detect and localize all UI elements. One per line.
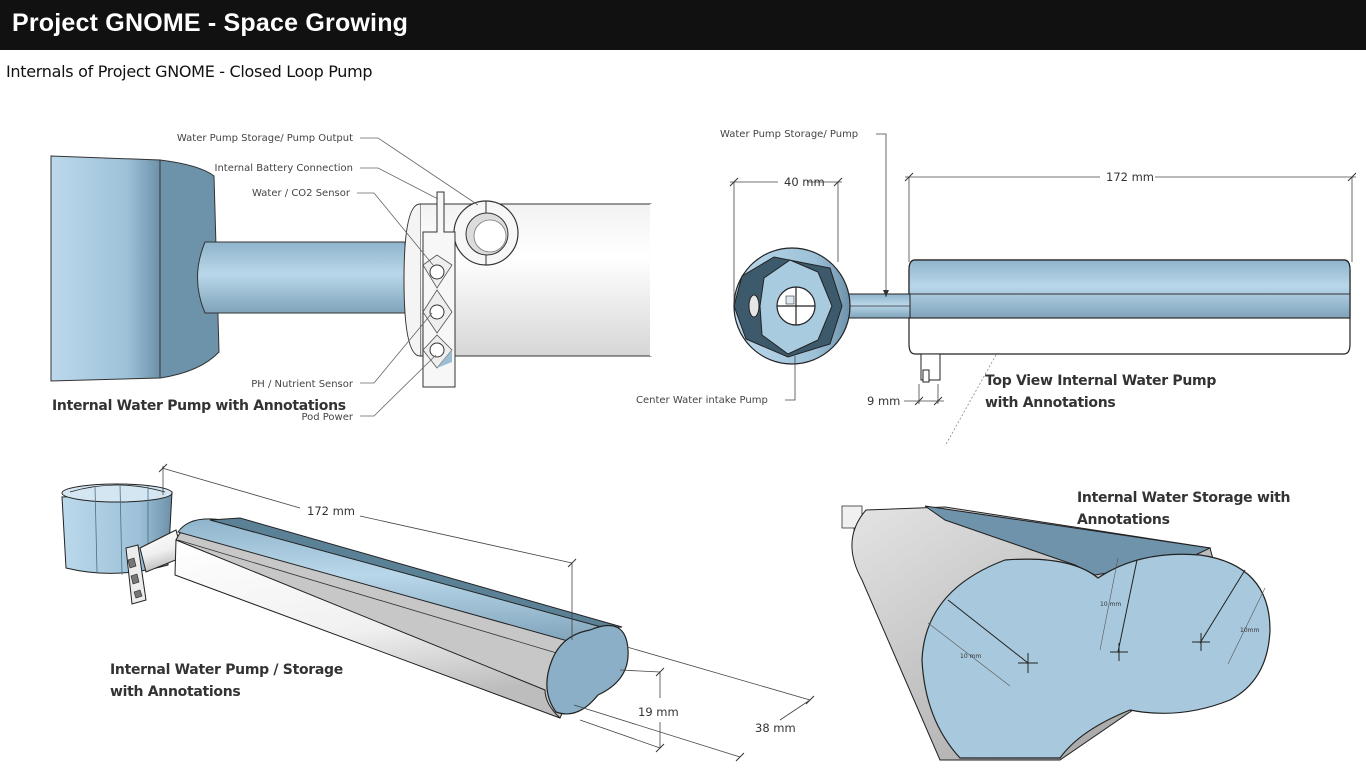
dim-radius-2: 10 mm xyxy=(1100,601,1121,608)
dim-radius-1: 10 mm xyxy=(960,653,981,660)
dim-172mm-top: 172 mm xyxy=(1106,170,1154,184)
figure-4-storage-section: 10 mm 10 mm 10mm xyxy=(841,505,1271,761)
figure-1-pump-side-view: Water Pump Storage/ Pump Output Internal… xyxy=(50,133,652,423)
dim-19mm: 19 mm xyxy=(638,705,679,719)
dim-9mm: 9 mm xyxy=(867,394,900,408)
label-ph-sensor: PH / Nutrient Sensor xyxy=(251,379,354,390)
dim-40mm: 40 mm xyxy=(784,175,825,189)
slide-subtitle: Internals of Project GNOME - Closed Loop… xyxy=(6,62,373,81)
label-intake-pump: Center Water intake Pump xyxy=(636,395,768,406)
slide-canvas: Water Pump Storage/ Pump Output Internal… xyxy=(0,50,1366,768)
caption-fig1: Internal Water Pump with Annotations xyxy=(52,398,346,414)
caption-fig2: Top View Internal Water Pump with Annota… xyxy=(985,373,1217,411)
label-co2-sensor: Water / CO2 Sensor xyxy=(252,188,351,199)
label-pod-power: Pod Power xyxy=(301,412,353,423)
label-pump-output: Water Pump Storage/ Pump Output xyxy=(177,133,353,144)
label-battery-connection: Internal Battery Connection xyxy=(215,163,354,174)
dim-38mm: 38 mm xyxy=(755,721,796,735)
label-storage-pump: Water Pump Storage/ Pump xyxy=(720,129,858,140)
caption-fig4: Internal Water Storage with Annotations xyxy=(1077,490,1291,528)
dim-172mm-iso: 172 mm xyxy=(307,504,355,518)
technical-drawings: Water Pump Storage/ Pump Output Internal… xyxy=(50,129,1357,762)
dim-radius-3: 10mm xyxy=(1240,627,1259,634)
figure-3-pump-storage-iso: 172 mm 19 mm 38 mm xyxy=(61,463,815,762)
figure-2-pump-top-view: 40 mm 172 mm 9 mm Water Pump Storage/ Pu… xyxy=(636,129,1357,447)
page-title: Project GNOME - Space Growing xyxy=(12,9,409,37)
header-bar: Project GNOME - Space Growing xyxy=(0,0,1366,50)
caption-fig3: Internal Water Pump / Storage with Annot… xyxy=(110,662,343,700)
